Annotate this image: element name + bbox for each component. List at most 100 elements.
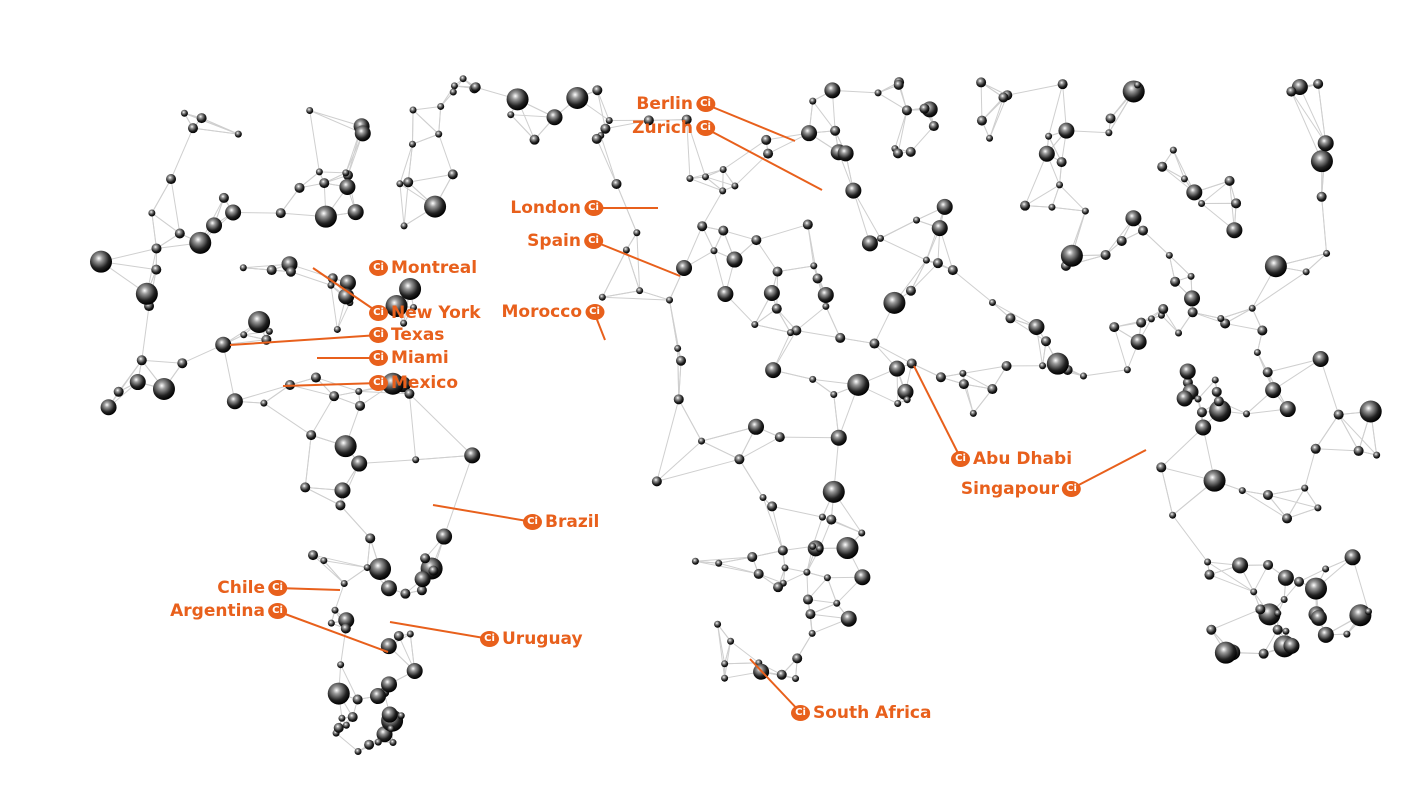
network-node (932, 258, 943, 269)
network-link (752, 550, 783, 558)
network-node (351, 455, 368, 472)
network-node (809, 542, 817, 550)
network-node (435, 130, 443, 138)
network-link (289, 384, 335, 397)
network-node (727, 637, 735, 645)
network-node (591, 133, 602, 144)
network-node (1179, 363, 1196, 380)
network-node (369, 688, 386, 705)
network-node (129, 374, 146, 391)
network-node (338, 714, 346, 722)
network-node (403, 177, 414, 188)
network-link (1315, 448, 1359, 452)
network-node (1130, 333, 1147, 350)
network-node (308, 550, 319, 561)
network-link (911, 362, 942, 378)
network-link (602, 296, 670, 301)
network-node (1364, 607, 1372, 615)
network-node (822, 302, 830, 310)
network-node (1232, 557, 1249, 574)
network-node (824, 82, 841, 99)
network-link (1267, 494, 1319, 509)
network-node (1224, 175, 1235, 186)
network-node (1213, 396, 1224, 407)
network-node (1243, 410, 1251, 418)
network-node (327, 619, 335, 627)
office-location-icon: Ci (369, 375, 388, 391)
network-link (825, 306, 841, 339)
network-node (506, 88, 529, 111)
network-node (786, 329, 794, 337)
network-node (969, 409, 977, 417)
network-link (340, 628, 347, 665)
network-node (1056, 157, 1067, 168)
network-link (972, 388, 993, 414)
network-link (319, 171, 346, 174)
network-link (1253, 564, 1269, 593)
network-node (861, 235, 878, 252)
network-node (1257, 325, 1268, 336)
network-link (705, 176, 723, 192)
network-link (738, 459, 764, 498)
network-node (776, 669, 787, 680)
network-node (1001, 360, 1012, 371)
network-node (420, 553, 431, 564)
network-link (1290, 91, 1323, 162)
network-node (310, 372, 321, 383)
network-node (958, 379, 969, 390)
network-link (1024, 153, 1048, 206)
network-node (1187, 272, 1195, 280)
network-node (748, 418, 765, 435)
network-node (803, 594, 814, 605)
network-link (771, 505, 823, 518)
network-link (323, 560, 345, 584)
network-node (605, 116, 613, 124)
network-node (1272, 624, 1283, 635)
network-node (714, 620, 722, 628)
network-link (1024, 184, 1060, 207)
network-link (1242, 490, 1288, 519)
network-node (767, 501, 778, 512)
network-link (605, 119, 649, 130)
network-node (622, 246, 630, 254)
network-link (1160, 467, 1174, 516)
network-node (833, 599, 841, 607)
network-link (756, 224, 808, 241)
network-node (340, 580, 348, 588)
office-location-icon: Ci (369, 327, 388, 343)
network-link (656, 458, 740, 482)
network-node (387, 725, 395, 733)
network-link (656, 440, 702, 482)
network-node (333, 325, 341, 333)
network-node (763, 284, 780, 301)
network-node (1262, 489, 1273, 500)
city-name: Zurich (632, 118, 693, 138)
city-name: Montreal (391, 258, 478, 278)
network-node (1344, 549, 1361, 566)
network-node (894, 400, 902, 408)
network-link (408, 173, 453, 183)
office-location-icon: Ci (480, 631, 499, 647)
network-link (336, 302, 351, 330)
network-node (152, 378, 175, 401)
network-node (774, 432, 785, 443)
network-node (1158, 304, 1169, 315)
network-link (596, 90, 606, 129)
